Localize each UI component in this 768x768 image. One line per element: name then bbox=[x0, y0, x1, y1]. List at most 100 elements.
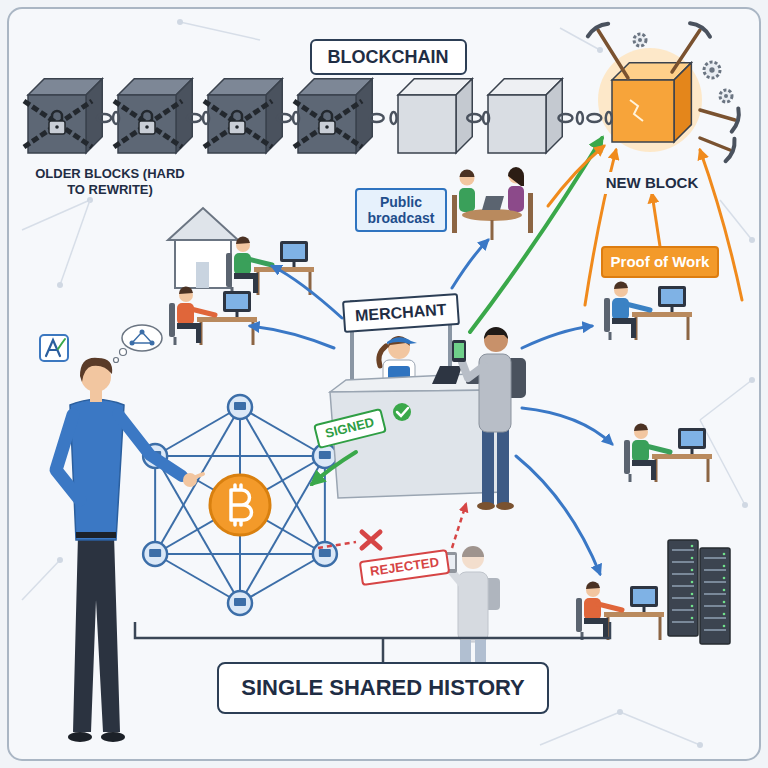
monitor-stand bbox=[691, 449, 694, 454]
cube-front bbox=[28, 95, 86, 153]
cube-front bbox=[488, 95, 546, 153]
cafe-hair bbox=[460, 170, 475, 178]
server-rack bbox=[700, 548, 730, 644]
background-line bbox=[620, 712, 700, 745]
person-at-home bbox=[226, 236, 314, 295]
arm bbox=[626, 304, 650, 310]
server-led bbox=[691, 545, 694, 548]
server-led bbox=[691, 557, 694, 560]
desk-leg bbox=[659, 617, 662, 640]
pickaxe-handle bbox=[598, 30, 628, 78]
shoe bbox=[477, 502, 495, 510]
node-text: BLOCKCHAIN bbox=[328, 47, 449, 68]
miner-person bbox=[604, 281, 692, 340]
broadcast-arrow bbox=[522, 326, 592, 348]
phone-screen bbox=[454, 343, 464, 358]
network-link bbox=[240, 554, 325, 603]
server-slot bbox=[704, 629, 726, 631]
visor bbox=[387, 337, 417, 344]
chair-back bbox=[576, 598, 582, 632]
monitor-stand bbox=[293, 262, 296, 267]
network-link bbox=[240, 407, 325, 456]
hair bbox=[586, 581, 600, 589]
locked-block bbox=[24, 79, 102, 153]
cube-front bbox=[298, 95, 356, 153]
body bbox=[234, 253, 251, 275]
shoe bbox=[496, 502, 514, 510]
bitcoin-coin bbox=[210, 475, 270, 535]
chain bbox=[24, 101, 92, 147]
mining-arrow bbox=[548, 146, 604, 206]
background-line bbox=[540, 712, 620, 745]
bubble-dot bbox=[114, 358, 119, 363]
desk-leg bbox=[687, 317, 690, 340]
padlock-hole bbox=[235, 125, 239, 129]
desk-top bbox=[197, 317, 257, 322]
cube-front bbox=[398, 95, 456, 153]
chain-link bbox=[203, 112, 209, 124]
desk-top bbox=[632, 312, 692, 317]
padlock-shackle bbox=[322, 111, 332, 121]
rejected-line bbox=[318, 542, 356, 548]
chain bbox=[204, 101, 272, 147]
house-wall bbox=[175, 240, 231, 288]
laptop bbox=[482, 196, 504, 210]
block bbox=[488, 79, 562, 153]
server-led bbox=[723, 553, 726, 556]
chain bbox=[294, 101, 362, 147]
chain-link bbox=[558, 114, 572, 122]
cube-side bbox=[674, 63, 691, 142]
arm bbox=[191, 309, 215, 315]
server-led bbox=[691, 593, 694, 596]
background-dot bbox=[749, 377, 755, 383]
monitor-screen bbox=[283, 244, 305, 259]
server-rack bbox=[668, 540, 698, 636]
cafe-hair bbox=[508, 167, 524, 186]
shin bbox=[603, 620, 608, 638]
server-led bbox=[691, 605, 694, 608]
history-box: SINGLE SHARED HISTORY bbox=[217, 662, 549, 713]
red-cross bbox=[362, 532, 380, 548]
chair-back bbox=[624, 440, 630, 474]
pointing-arm bbox=[118, 414, 182, 476]
head bbox=[462, 547, 484, 569]
head bbox=[484, 328, 508, 352]
bracket bbox=[135, 622, 610, 662]
chain-link bbox=[370, 114, 384, 122]
background-line bbox=[700, 420, 745, 505]
chain bbox=[24, 101, 92, 147]
body bbox=[632, 440, 649, 462]
chain bbox=[204, 101, 272, 147]
shin bbox=[196, 325, 201, 343]
block bbox=[398, 79, 472, 153]
network-link bbox=[155, 407, 240, 456]
monitor-stand bbox=[643, 607, 646, 612]
miner-person bbox=[624, 423, 712, 482]
padlock-hole bbox=[325, 125, 329, 129]
broadcast-arrow bbox=[272, 266, 342, 318]
pickaxe-head bbox=[726, 139, 735, 161]
chain-link bbox=[113, 112, 119, 124]
body bbox=[177, 303, 194, 325]
chair-back bbox=[169, 303, 175, 337]
chain bbox=[114, 101, 182, 147]
hair bbox=[484, 327, 508, 339]
shoe bbox=[68, 732, 92, 742]
monitor bbox=[658, 286, 686, 307]
proof-of-work-box: Proof of Work bbox=[601, 246, 720, 277]
thought-bubble bbox=[122, 325, 162, 351]
server-operator bbox=[576, 581, 664, 640]
monitor bbox=[630, 586, 658, 607]
network-link bbox=[155, 554, 240, 603]
cafe-body bbox=[508, 186, 524, 212]
server-slot bbox=[672, 597, 694, 599]
chain bbox=[294, 101, 362, 147]
phone bbox=[452, 340, 466, 362]
pickaxe-head bbox=[588, 24, 608, 37]
chain-link bbox=[577, 112, 583, 124]
arm-on-hip bbox=[56, 415, 80, 500]
chair-back bbox=[226, 253, 232, 287]
signed-arrow bbox=[312, 452, 356, 484]
counter-front bbox=[330, 390, 504, 498]
background-line bbox=[180, 22, 260, 40]
